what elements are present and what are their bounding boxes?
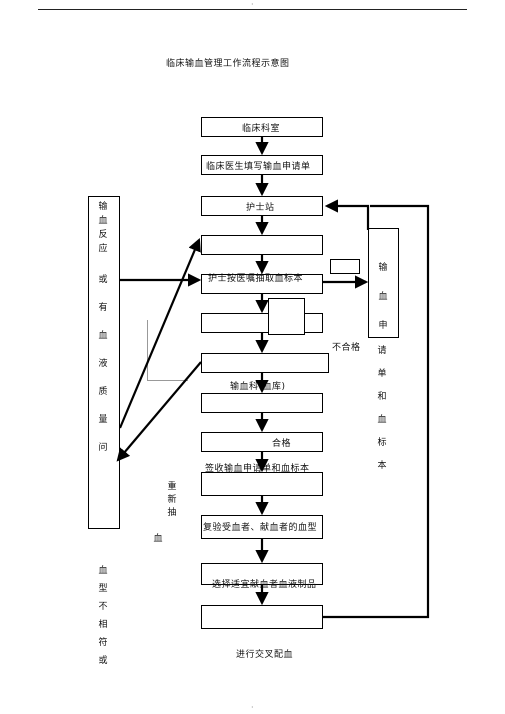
small-rect-right [330, 259, 360, 274]
box-retest-blood-type [201, 515, 323, 539]
arrow-loop-back [323, 204, 430, 619]
box-nurse-sample [201, 274, 323, 294]
box-step-4 [201, 235, 323, 255]
label-nurse-sample: 护士按医嘱抽取血标本 [208, 274, 304, 284]
arrow-diagonal-up [118, 237, 201, 429]
label-qualified: 合格 [272, 439, 292, 449]
left-vertical-text: 或 有 血 液 质 量 问 [98, 275, 108, 453]
right-vertical-bottom-text: 请 单 和 血 标 本 [377, 346, 387, 471]
left-vertical-top-text: 输 血 反 应 [98, 202, 108, 254]
label-crossmatch: 进行交叉配血 [236, 650, 294, 660]
box-left-feedback [88, 196, 120, 529]
box-qualified [201, 432, 323, 452]
diagram-title: 临床输血管理工作流程示意图 [166, 59, 290, 69]
box-right-application [368, 228, 399, 338]
box-nurse-station [201, 196, 323, 216]
small-rect-center [268, 298, 305, 335]
faint-bracket [147, 320, 188, 381]
left-vertical-bottom-text: 血 型 不 相 符 或 [98, 566, 108, 666]
label-clinical-department: 临床科室 [242, 124, 281, 134]
box-step-9 [201, 393, 323, 413]
label-unqualified: 不合格 [332, 343, 361, 353]
redraw-text: 重 新 抽 [167, 482, 177, 518]
box-clinical-department [201, 117, 323, 137]
arrow-diagonal-down [116, 361, 202, 462]
box-step-12 [201, 472, 323, 496]
page-dot-bottom: · [251, 703, 254, 712]
box-step-14 [201, 563, 323, 585]
box-doctor-application [201, 155, 323, 175]
box-step-16 [201, 605, 323, 629]
page-dot-top: · [251, 0, 254, 9]
redraw-text-bottom: 血 [153, 534, 163, 544]
label-nurse-station: 护士站 [246, 203, 275, 213]
label-retest-blood-type: 复验受血者、献血者的血型 [203, 523, 318, 533]
header-rule [38, 9, 467, 10]
label-select-blood: 选择适宜献血者血液制品 [212, 580, 317, 590]
label-doctor-application: 临床医生填写输血申请单 [206, 162, 311, 172]
right-vertical-top-text: 输 血 申 [378, 263, 388, 331]
arrow-right-to-nurse [324, 199, 370, 230]
